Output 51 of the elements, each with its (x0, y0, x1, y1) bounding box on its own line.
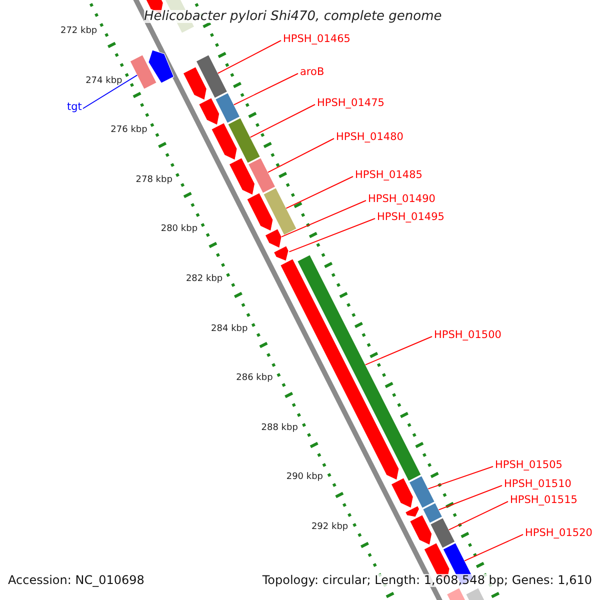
gene-label: HPSH_01485 (355, 169, 422, 182)
gene-segment (196, 54, 228, 99)
gene-label: HPSH_01495 (377, 211, 444, 224)
scale-label: 274 kbp (86, 76, 122, 87)
gene-segment (430, 517, 456, 549)
scale-label: 282 kbp (186, 274, 223, 285)
gene-segment (214, 92, 240, 124)
leader-line (438, 485, 502, 510)
leader-line (286, 176, 354, 209)
gene-label: HPSH_01510 (504, 478, 572, 491)
leader-line (268, 138, 334, 173)
scale-label: 276 kbp (110, 125, 148, 136)
leader-line (464, 534, 524, 562)
gene-label: HPSH_01500 (434, 329, 502, 342)
title: Helicobacter pylori Shi470, complete genome (144, 10, 442, 23)
gene-segment (248, 157, 276, 194)
scale-label: 280 kbp (160, 224, 198, 236)
leader-line (217, 40, 282, 74)
gene-label: HPSH_01490 (368, 193, 436, 206)
accession-text: Accession: NC_010698 (8, 574, 144, 587)
leader-line (448, 501, 508, 530)
gene-segment (273, 245, 289, 262)
scale-label: 278 kbp (136, 174, 172, 186)
scale-label: 290 kbp (286, 472, 324, 484)
gene-segment (264, 228, 282, 248)
gene-label: HPSH_01465 (283, 33, 350, 46)
gene-segment (422, 502, 443, 524)
gene-label: HPSH_01480 (336, 131, 404, 144)
scale-label: 284 kbp (211, 324, 248, 335)
gene-segment (228, 117, 261, 164)
gene-label: HPSH_01515 (510, 494, 578, 507)
gene-segment (263, 187, 297, 236)
scale-label: 286 kbp (236, 373, 273, 384)
leader-line (364, 336, 432, 366)
scale-label: 292 kbp (311, 522, 348, 533)
leader-line (288, 218, 376, 252)
gene-label: tgt (67, 101, 82, 114)
genome-summary-text: Topology: circular; Length: 1,608,548 bp; Genes: 1,610 (262, 574, 592, 587)
scale-label: 272 kbp (60, 26, 98, 37)
leader-line (281, 200, 366, 238)
leader-line (233, 73, 298, 106)
scale-label: 288 kbp (261, 422, 298, 434)
gene-label: HPSH_01520 (525, 527, 592, 540)
leader-line (82, 74, 138, 109)
leader-line (250, 104, 316, 138)
gene-segment (130, 54, 157, 90)
gene-label: HPSH_01475 (317, 97, 384, 110)
gene-label: aroB (300, 66, 324, 79)
gene-segment (408, 475, 436, 509)
gene-label: HPSH_01505 (495, 459, 562, 472)
leader-line (428, 466, 494, 490)
